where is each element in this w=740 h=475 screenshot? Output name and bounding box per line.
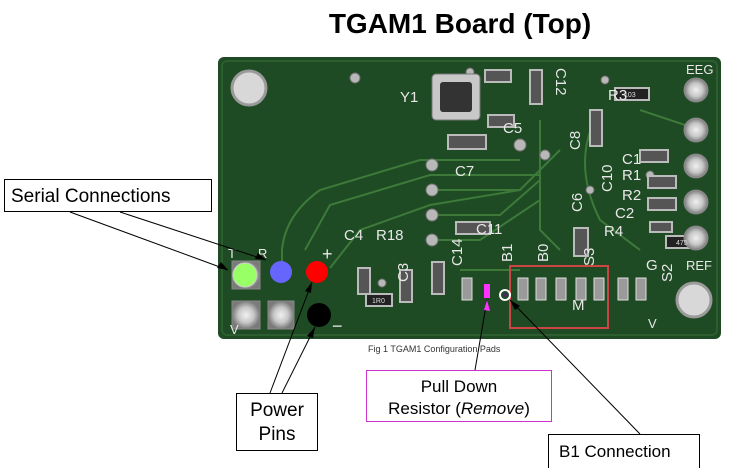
power-pos-marker xyxy=(306,261,328,283)
serial-connections-callout: Serial Connections xyxy=(4,179,212,212)
silk-c4: C4 xyxy=(344,227,363,244)
mounting-hole xyxy=(230,69,268,107)
silk-s2: S2 xyxy=(659,264,676,282)
silk-c11: C11 xyxy=(476,221,502,238)
silk-r3: R3 xyxy=(608,87,627,104)
silk-c10: C10 xyxy=(599,164,616,192)
silk-c6: C6 xyxy=(569,193,586,212)
silk-plus: + xyxy=(322,244,333,264)
figure-caption: Fig 1 TGAM1 Configuration Pads xyxy=(368,344,501,354)
silk-c8: C8 xyxy=(567,131,584,150)
silk-eeg: EEG xyxy=(686,62,713,77)
silk-r4-code: 475 xyxy=(676,240,688,247)
silk-c3: C3 xyxy=(395,263,412,282)
pull-down-remove: Remove xyxy=(460,399,525,418)
silk-c14: C14 xyxy=(449,238,466,266)
silk-v: V xyxy=(230,322,239,337)
silk-s3: S3 xyxy=(581,248,598,266)
b1-connection-callout: B1 Connection xyxy=(548,434,700,468)
silk-m: M xyxy=(572,297,585,314)
power-pins-label-line1: Power xyxy=(250,400,304,421)
silk-r1: R1 xyxy=(622,167,641,184)
pull-down-suffix: ) xyxy=(524,399,530,418)
b1-connection-marker xyxy=(499,289,511,301)
mounting-hole xyxy=(675,281,713,319)
silk-g: G xyxy=(646,257,658,274)
pcb-traces xyxy=(281,109,701,271)
silk-t: T xyxy=(228,246,236,261)
pulldown-resistor-marker xyxy=(484,284,490,298)
silk-c12: C12 xyxy=(552,68,569,96)
silk-b1: B1 xyxy=(499,244,516,262)
pull-down-label-line1: Pull Down xyxy=(420,377,498,396)
silk-r18: R18 xyxy=(376,227,404,244)
silk-y1: Y1 xyxy=(400,89,418,106)
pull-down-prefix: Resistor ( xyxy=(388,399,461,418)
silk-c1: C1 xyxy=(622,151,641,168)
serial-connections-label: Serial Connections xyxy=(11,186,171,207)
silk-v2: V xyxy=(648,316,657,331)
silk-r4: R4 xyxy=(604,223,623,240)
silk-minus: − xyxy=(332,316,343,336)
rx-pin-marker xyxy=(270,261,292,283)
power-pins-callout: Power Pins xyxy=(236,393,318,451)
silk-c2: C2 xyxy=(615,205,634,222)
smd-components xyxy=(357,69,701,307)
silk-c7: C7 xyxy=(455,163,474,180)
silk-r18-code: 1R0 xyxy=(372,298,385,305)
silk-r3-code: 103 xyxy=(624,92,636,99)
silk-c5: C5 xyxy=(503,120,522,137)
electrode-pads xyxy=(683,77,709,251)
power-neg-marker xyxy=(307,303,331,327)
silk-b0: B0 xyxy=(535,244,552,262)
silk-r: R xyxy=(258,246,267,261)
silk-r2: R2 xyxy=(622,187,641,204)
power-pins-label-line2: Pins xyxy=(258,424,296,445)
b1-connection-label: B1 Connection xyxy=(559,442,671,461)
pull-down-label-line2: Resistor (Remove) xyxy=(367,398,551,420)
silk-ref: REF xyxy=(686,258,712,273)
tx-pin-marker xyxy=(232,262,258,288)
page-title: TGAM1 Board (Top) xyxy=(328,8,592,39)
config-pads xyxy=(461,277,647,301)
pull-down-resistor-callout: Pull Down Resistor (Remove) xyxy=(366,370,552,422)
